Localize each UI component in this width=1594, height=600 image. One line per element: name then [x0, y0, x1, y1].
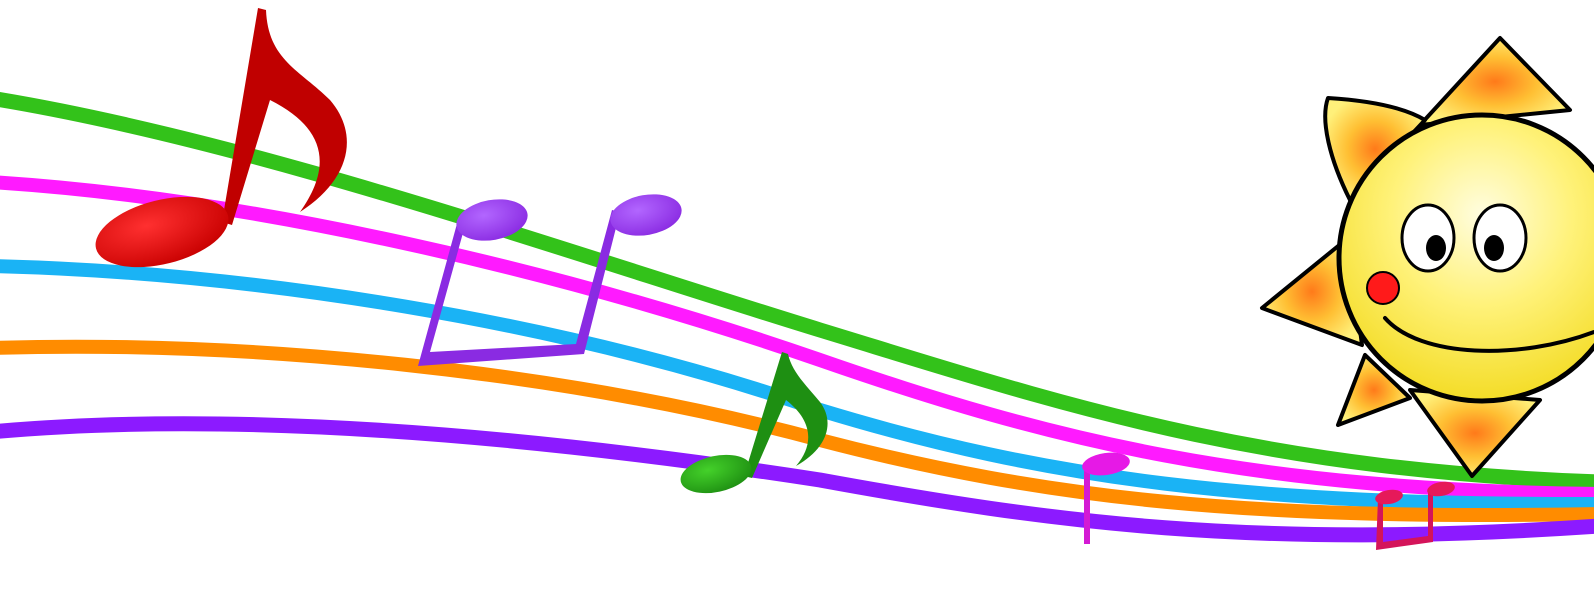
sun-left-eye [1400, 203, 1456, 273]
magenta-line [0, 175, 1594, 501]
purple-line [0, 416, 1594, 543]
green-eighth-note-icon [680, 352, 828, 494]
magenta-quarter-note-icon [1082, 452, 1130, 544]
purple-beamed-notes-icon [418, 194, 682, 366]
red-eighth-note-icon [95, 8, 347, 268]
pink-beamed-notes-icon [1375, 481, 1455, 550]
sun-left-cheek [1366, 271, 1400, 305]
smiling-sun-icon [1260, 36, 1594, 478]
sun-smile [1383, 316, 1594, 353]
sun-face [1336, 112, 1594, 404]
